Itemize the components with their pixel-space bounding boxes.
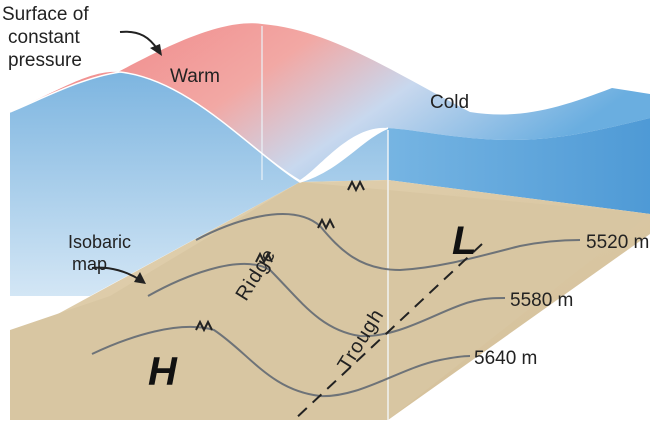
contour-line-5580	[147, 262, 506, 338]
isobaric-map-floor-face	[10, 182, 650, 420]
trough-axis	[293, 243, 483, 421]
surface-label-line1: Surface of	[2, 4, 89, 25]
contour-label-5640: 5640 m	[474, 348, 537, 369]
pressure-surface-right-face	[388, 118, 650, 214]
contour-line-5640	[91, 326, 471, 398]
contour-line-5520	[195, 213, 581, 272]
surface-pointer-arrowhead	[150, 44, 162, 56]
surface-label-line3: pressure	[8, 50, 82, 71]
low-pressure-marker: L	[452, 219, 476, 263]
ridge-marks	[195, 179, 365, 333]
isobaric-pointer-arrowhead	[134, 272, 146, 284]
cold-label: Cold	[430, 92, 469, 113]
isobaric-label-line1: Isobaric	[68, 232, 131, 252]
pressure-surface-top	[10, 23, 650, 181]
pressure-surface-side	[10, 72, 388, 296]
isobaric-label-line2: map	[72, 254, 107, 274]
surface-label-line2: constant	[8, 27, 81, 48]
surface-edge-line	[9, 71, 389, 183]
contour-label-5520: 5520 m	[586, 232, 649, 253]
contour-label-5580: 5580 m	[510, 290, 573, 311]
high-pressure-marker: H	[148, 350, 178, 394]
warm-label: Warm	[170, 66, 220, 87]
